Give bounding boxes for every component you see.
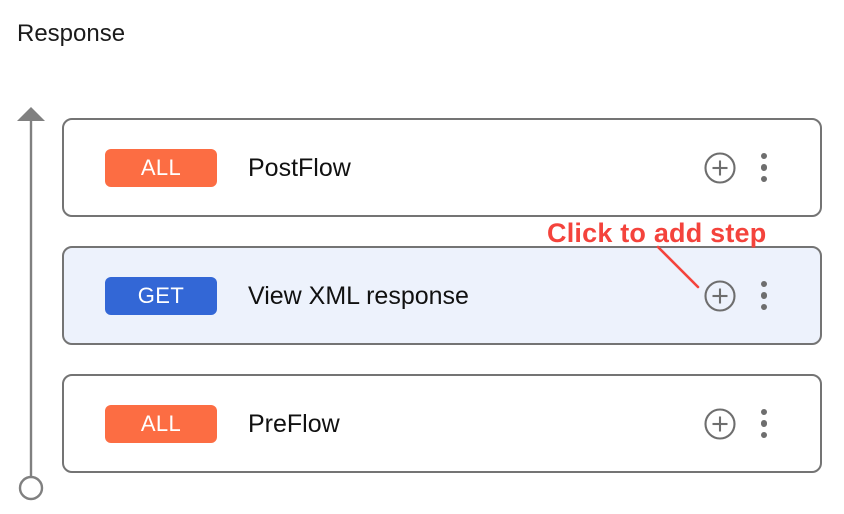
flow-direction-axis [14, 86, 50, 504]
kebab-menu-icon[interactable] [753, 279, 775, 313]
method-badge: ALL [105, 404, 217, 443]
kebab-dot [760, 431, 768, 439]
kebab-dot [760, 420, 768, 427]
flow-direction-arrow-icon [17, 107, 45, 501]
kebab-dot [760, 175, 768, 183]
flow-row-label: View XML response [248, 281, 469, 310]
flow-row-content: GET View XML response [64, 248, 820, 343]
annotation-label: Click to add step [547, 218, 767, 248]
flow-row-label: PreFlow [248, 409, 340, 438]
kebab-dot [760, 292, 768, 299]
kebab-dot [760, 303, 768, 311]
kebab-dot [760, 164, 768, 171]
page-title: Response [17, 20, 126, 47]
flow-row-preflow[interactable]: ALL PreFlow [62, 374, 822, 473]
plus-circle-icon[interactable] [703, 279, 737, 313]
plus-circle-icon[interactable] [703, 151, 737, 185]
plus-circle-icon[interactable] [703, 407, 737, 441]
kebab-menu-icon[interactable] [753, 407, 775, 441]
plus-circle-glyph [704, 407, 736, 440]
flow-row-content: ALL PreFlow [64, 376, 820, 471]
plus-circle-glyph [704, 279, 736, 312]
flow-row-view-xml-response[interactable]: GET View XML response [62, 246, 822, 345]
plus-circle-glyph [704, 151, 736, 184]
method-badge: GET [105, 276, 217, 315]
kebab-dot [760, 280, 768, 288]
flow-row-content: ALL PostFlow [64, 120, 820, 215]
flow-row-label: PostFlow [248, 153, 351, 182]
flow-row-postflow[interactable]: ALL PostFlow [62, 118, 822, 217]
kebab-menu-icon[interactable] [753, 151, 775, 185]
kebab-dot [760, 408, 768, 416]
kebab-dot [760, 152, 768, 160]
method-badge: ALL [105, 148, 217, 187]
